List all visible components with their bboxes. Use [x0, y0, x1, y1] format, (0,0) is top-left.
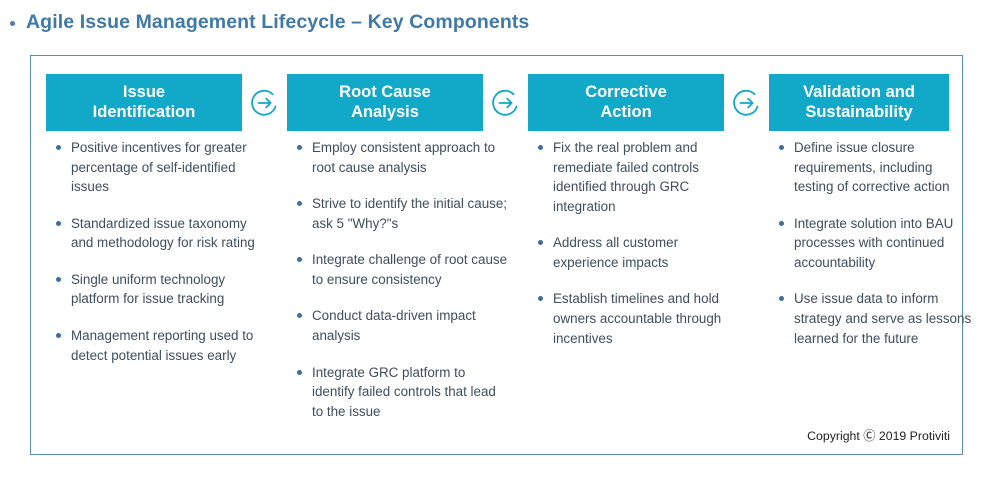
list-item-text: Address all customer experience impacts	[553, 235, 679, 270]
list-item-text: Fix the real problem and remediate faile…	[553, 140, 699, 214]
list-item-text: Integrate challenge of root cause to ens…	[312, 252, 508, 287]
phase-column-issue-identification: Positive incentives for greater percenta…	[52, 138, 257, 382]
circle-arrow-right-icon	[249, 87, 281, 119]
phase-title-line2: Analysis	[351, 102, 419, 121]
phase-title-root-cause-analysis: Root Cause Analysis	[339, 83, 431, 122]
list-item: Use issue data to inform strategy and se…	[775, 289, 975, 348]
phase-title-line2: Sustainability	[805, 102, 913, 121]
list-item-text: Employ consistent approach to root cause…	[312, 140, 496, 175]
phase-title-line1: Root Cause	[339, 83, 431, 102]
list-item-text: Positive incentives for greater percenta…	[71, 140, 247, 195]
list-item-text: Integrate solution into BAU processes wi…	[794, 215, 954, 270]
phase-columns: Positive incentives for greater percenta…	[46, 138, 971, 438]
bullet-dot-icon	[297, 369, 302, 375]
phase-header-row: Issue Identification Root Cause Analysis	[46, 74, 949, 131]
phase-title-validation-and-sustainability: Validation and Sustainability	[803, 83, 915, 122]
bullet-dot-icon	[56, 145, 61, 150]
copyright-notice: Copyright Ⓒ 2019 Protiviti	[807, 429, 950, 443]
bullet-dot-icon	[779, 296, 784, 302]
phase-box-corrective-action[interactable]: Corrective Action	[528, 74, 724, 131]
list-item-text: Establish timelines and hold owners acco…	[553, 291, 722, 346]
phase-title-line1: Corrective	[585, 83, 667, 102]
list-item: Conduct data-driven impact analysis	[293, 306, 508, 345]
list-item: Single uniform technology platform for i…	[52, 270, 257, 309]
bullet-dot-icon	[56, 332, 61, 338]
phase-title-line1: Validation and	[803, 83, 915, 102]
page-title-text: Agile Issue Management Lifecycle – Key C…	[26, 11, 530, 33]
bullet-dot-icon	[538, 296, 543, 302]
phase-title-line2: Action	[600, 102, 652, 121]
phase-title-issue-identification: Issue Identification	[93, 83, 196, 122]
list-item: Integrate challenge of root cause to ens…	[293, 250, 508, 289]
phase-title-line2: Identification	[92, 102, 196, 121]
phase-column-validation-and-sustainability: Define issue closure requirements, inclu…	[775, 138, 975, 365]
phase-title-corrective-action: Corrective Action	[585, 83, 667, 122]
phase-column-root-cause-analysis: Employ consistent approach to root cause…	[293, 138, 508, 438]
list-item: Establish timelines and hold owners acco…	[534, 289, 739, 348]
bullet-dot-icon	[10, 21, 15, 26]
bullet-dot-icon	[56, 220, 61, 226]
bullet-dot-icon	[297, 145, 302, 150]
diagram-panel: Issue Identification Root Cause Analysis	[30, 55, 971, 455]
circle-arrow-right-icon	[490, 87, 522, 119]
bullet-dot-icon	[538, 145, 543, 150]
bullet-dot-icon	[297, 257, 302, 263]
list-item-text: Standardized issue taxonomy and methodol…	[71, 215, 255, 251]
phase-title-line1: Issue	[122, 83, 166, 102]
list-item: Strive to identify the initial cause; as…	[293, 194, 508, 233]
bullet-dot-icon	[779, 220, 784, 226]
list-item: Address all customer experience impacts	[534, 233, 739, 272]
list-item-text: Define issue closure requirements, inclu…	[794, 140, 950, 195]
list-item-text: Management reporting used to detect pote…	[71, 327, 254, 363]
list-item: Integrate solution into BAU processes wi…	[775, 214, 975, 273]
bullet-dot-icon	[56, 276, 61, 282]
list-item: Positive incentives for greater percenta…	[52, 138, 257, 197]
list-item: Fix the real problem and remediate faile…	[534, 138, 739, 216]
circle-arrow-right-icon	[731, 87, 763, 119]
list-item: Management reporting used to detect pote…	[52, 326, 257, 365]
list-item: Define issue closure requirements, inclu…	[775, 138, 975, 197]
page-title: Agile Issue Management Lifecycle – Key C…	[10, 11, 529, 34]
phase-column-corrective-action: Fix the real problem and remediate faile…	[534, 138, 739, 365]
list-item: Employ consistent approach to root cause…	[293, 138, 508, 177]
list-item-text: Conduct data-driven impact analysis	[312, 308, 476, 343]
list-item-text: Single uniform technology platform for i…	[71, 271, 226, 307]
list-item-text: Integrate GRC platform to identify faile…	[312, 364, 496, 419]
phase-box-root-cause-analysis[interactable]: Root Cause Analysis	[287, 74, 483, 131]
bullet-dot-icon	[297, 313, 302, 319]
bullet-dot-icon	[779, 145, 784, 150]
list-item-text: Use issue data to inform strategy and se…	[794, 291, 972, 346]
phase-box-validation-and-sustainability[interactable]: Validation and Sustainability	[769, 74, 949, 131]
list-item: Standardized issue taxonomy and methodol…	[52, 214, 257, 253]
phase-box-issue-identification[interactable]: Issue Identification	[46, 74, 242, 131]
bullet-dot-icon	[538, 240, 543, 246]
list-item-text: Strive to identify the initial cause; as…	[312, 196, 508, 231]
list-item: Integrate GRC platform to identify faile…	[293, 363, 508, 422]
bullet-dot-icon	[297, 201, 302, 207]
